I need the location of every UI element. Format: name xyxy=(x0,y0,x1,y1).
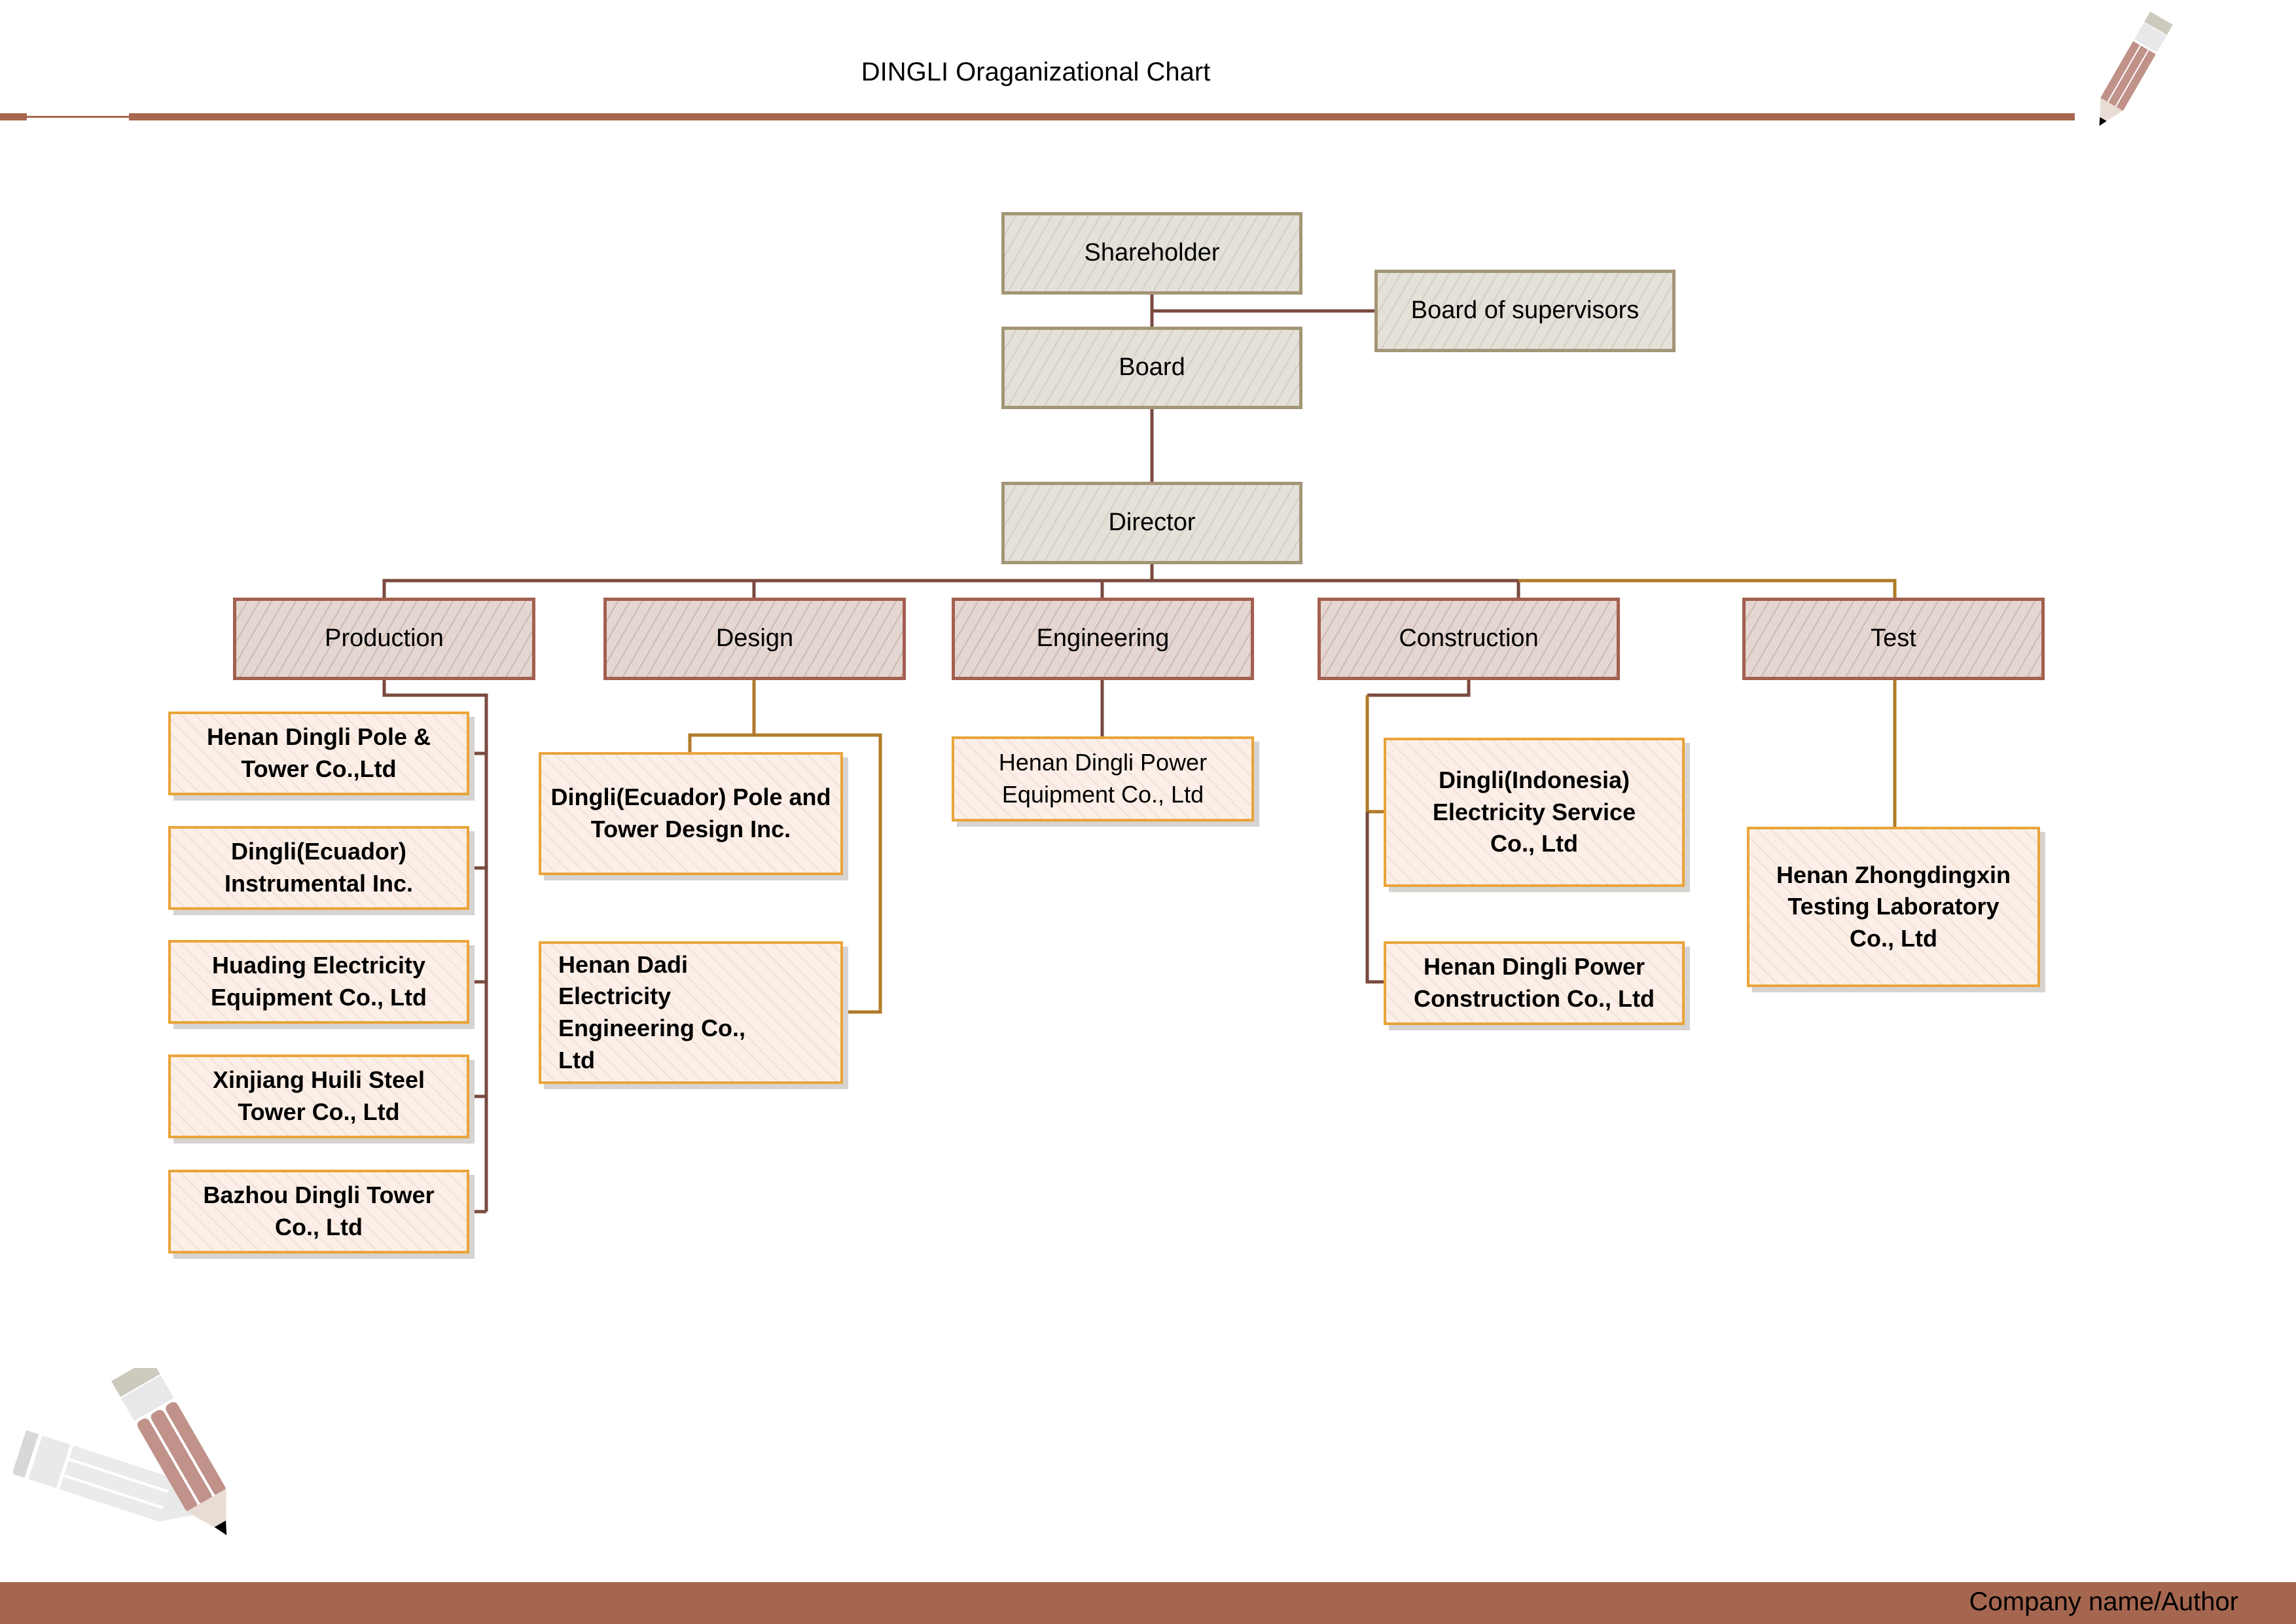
pencil-icon xyxy=(2099,11,2173,126)
subsidiary-node: Dingli(Ecuador) Instrumental Inc. xyxy=(168,826,469,910)
subsidiary-node: Henan Dadi Electricity Engineering Co., … xyxy=(539,941,843,1084)
department-construction: Construction xyxy=(1318,598,1620,680)
department-engineering: Engineering xyxy=(952,598,1254,680)
header-rule-left xyxy=(0,113,27,120)
department-label: Construction xyxy=(1399,624,1539,653)
shareholder-node: Shareholder xyxy=(1001,212,1302,295)
board-of-supervisors-node: Board of supervisors xyxy=(1374,270,1676,352)
subsidiary-node: Huading Electricity Equipment Co., Ltd xyxy=(168,940,469,1024)
subsidiary-node: Bazhou Dingli Tower Co., Ltd xyxy=(168,1170,469,1254)
subsidiary-node: Dingli(Indonesia) Electricity Service Co… xyxy=(1384,738,1685,887)
pencils-icon xyxy=(13,1368,227,1536)
department-design: Design xyxy=(603,598,906,680)
subsidiary-label: Dingli(Indonesia) Electricity Service Co… xyxy=(1432,767,1636,857)
subsidiary-node: Henan Dingli Power Construction Co., Ltd xyxy=(1384,941,1685,1025)
subsidiary-node: Dingli(Ecuador) Pole and Tower Design In… xyxy=(539,752,843,875)
subsidiary-label: Henan Dadi Electricity Engineering Co., … xyxy=(558,950,746,1074)
department-test: Test xyxy=(1742,598,2045,680)
board-node: Board xyxy=(1001,327,1302,409)
connector-construction-brown xyxy=(1365,812,1384,984)
header-rule xyxy=(129,113,2075,120)
subsidiary-label: Henan Zhongdingxin Testing Laboratory Co… xyxy=(1776,861,2011,952)
subsidiary-label: Xinjiang Huili Steel Tower Co., Ltd xyxy=(212,1066,425,1125)
department-label: Production xyxy=(325,624,444,653)
subsidiary-label: Bazhou Dingli Tower Co., Ltd xyxy=(203,1182,435,1240)
department-label: Test xyxy=(1871,624,1916,653)
page-title: DINGLI Oraganizational Chart xyxy=(861,58,1211,86)
shareholder-label: Shareholder xyxy=(1084,239,1220,267)
connector-main-brown xyxy=(382,579,1520,598)
subsidiary-label: Dingli(Ecuador) Instrumental Inc. xyxy=(224,838,414,897)
subsidiary-label: Henan Dingli Power Construction Co., Ltd xyxy=(1414,953,1655,1012)
board-label: Board xyxy=(1119,353,1185,382)
connector-construction-top xyxy=(1367,679,1471,697)
connector-construction-gold xyxy=(1365,695,1384,814)
connector-main-gold xyxy=(1518,579,1897,598)
subsidiary-label: Dingli(Ecuador) Pole and Tower Design In… xyxy=(550,784,831,842)
header-rule-gap xyxy=(27,116,129,118)
subsidiary-node: Henan Dingli Power Equipment Co., Ltd xyxy=(952,736,1254,821)
subsidiary-label: Henan Dingli Pole & Tower Co.,Ltd xyxy=(206,723,431,782)
footer-bar: Company name/Author xyxy=(0,1582,2296,1624)
department-label: Engineering xyxy=(1036,624,1170,653)
subsidiary-label: Henan Dingli Power Equipment Co., Ltd xyxy=(998,749,1208,808)
director-label: Director xyxy=(1108,509,1196,537)
subsidiary-node: Xinjiang Huili Steel Tower Co., Ltd xyxy=(168,1055,469,1138)
subsidiary-label: Huading Electricity Equipment Co., Ltd xyxy=(211,952,427,1011)
footer-author: Company name/Author xyxy=(1969,1587,2238,1616)
subsidiary-node: Henan Dingli Pole & Tower Co.,Ltd xyxy=(168,712,469,795)
department-label: Design xyxy=(715,624,794,653)
board-of-supervisors-label: Board of supervisors xyxy=(1410,297,1640,325)
subsidiary-node: Henan Zhongdingxin Testing Laboratory Co… xyxy=(1747,827,2040,987)
director-node: Director xyxy=(1001,482,1302,564)
department-production: Production xyxy=(233,598,535,680)
